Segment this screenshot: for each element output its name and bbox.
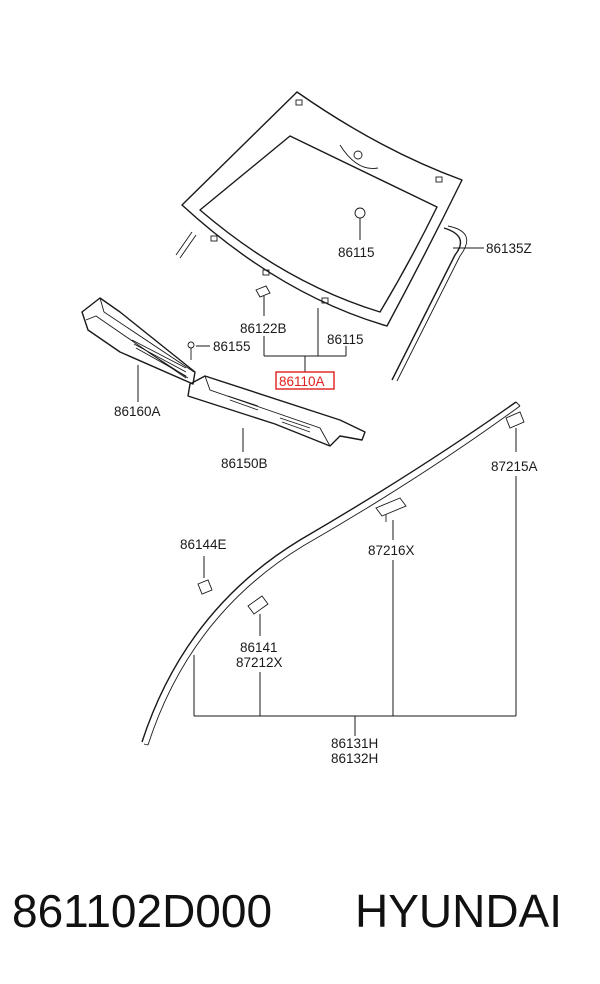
cowl-cover-86150B [187,375,366,452]
callout-86122B: 86122B [240,321,287,336]
sensor-86115 [354,207,366,240]
callout-86115-top: 86115 [338,245,375,260]
callout-87215A: 87215A [491,459,538,474]
callout-86131H: 86131H [331,736,378,751]
bottom-leaders [193,476,517,736]
clip-87216X [375,497,407,540]
callout-86115-mid: 86115 [327,332,364,347]
pillar-molding-86131H [141,401,521,746]
callout-86141: 86141 [240,640,278,655]
callout-86160A: 86160A [114,404,161,419]
callout-86150B: 86150B [221,456,268,471]
callout-87216X: 87216X [368,543,415,558]
cowl-vent-slots-2 [227,395,311,433]
windshield-glass [175,91,463,327]
cowl-vent-slots [131,339,189,379]
footer-brand: HYUNDAI [355,885,562,937]
clip-86141 [247,595,269,636]
callout-87212X: 87212X [236,655,283,670]
weatherstrip-86135Z [391,225,484,382]
assembly-leaders [263,296,347,372]
cowl-cover-86160A [81,297,196,402]
callout-86110A: 86110A [279,374,325,389]
callout-86135Z: 86135Z [486,241,532,256]
screw-86155 [187,341,210,360]
clip-87215A [505,411,525,452]
footer-part-number: 861102D000 [12,885,272,937]
callout-86110A-highlight: 86110A [275,371,335,390]
callout-86155: 86155 [213,339,251,354]
clip-86144E [197,556,213,595]
callout-86144E: 86144E [180,537,227,552]
callout-86132H: 86132H [331,751,378,766]
clip-86122B [255,285,271,298]
